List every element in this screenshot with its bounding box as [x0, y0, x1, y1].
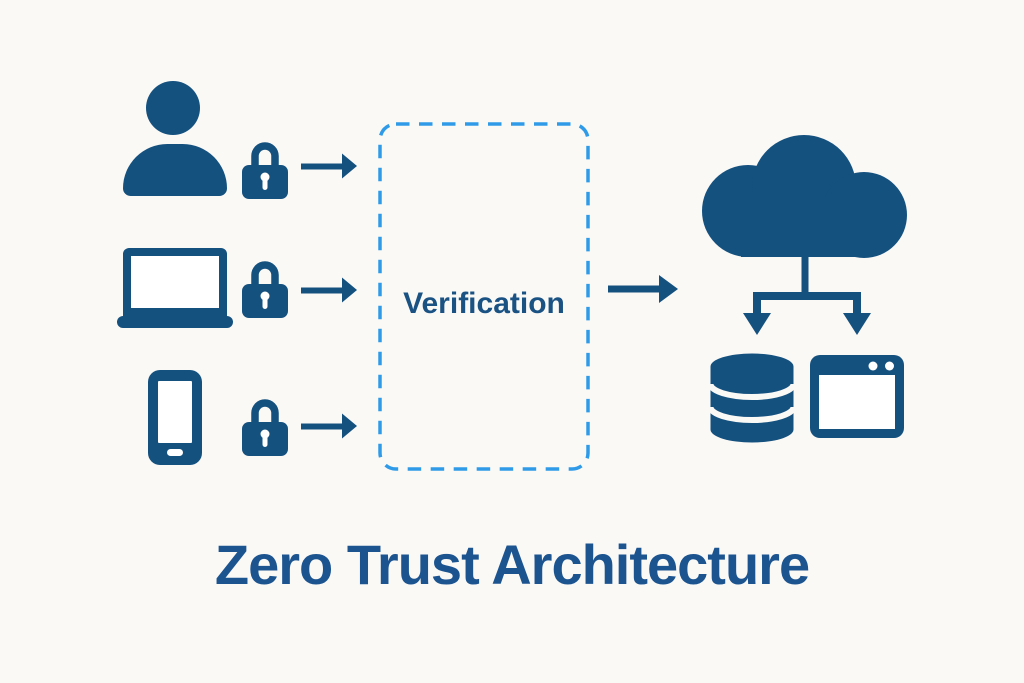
padlock-icon	[242, 399, 288, 456]
arrow-right-icon	[301, 413, 357, 439]
dashed-border	[378, 122, 590, 471]
cloud-icon	[702, 135, 907, 258]
branch-connector-arrows	[743, 255, 871, 335]
arrow-right-icon	[301, 153, 357, 179]
arrow-right-icon	[301, 277, 357, 303]
arrow-right-icon	[608, 275, 678, 303]
smartphone-icon	[148, 370, 202, 465]
smartphone-screen-shape	[158, 381, 192, 443]
smartphone-home-button-shape	[167, 449, 183, 456]
user-head-shape	[146, 81, 200, 135]
laptop-screen-shape	[123, 248, 227, 316]
database-icon	[710, 353, 794, 443]
app-window-icon	[810, 355, 904, 438]
user-icon	[123, 81, 227, 196]
verification-label: Verification	[403, 286, 565, 320]
user-torso-shape	[123, 144, 227, 196]
diagram-title: Zero Trust Architecture	[214, 533, 810, 596]
laptop-icon	[117, 248, 233, 328]
padlock-icon	[242, 261, 288, 318]
laptop-base-shape	[117, 316, 233, 328]
verification-zone: Verification	[378, 122, 590, 471]
padlock-icon	[242, 142, 288, 199]
